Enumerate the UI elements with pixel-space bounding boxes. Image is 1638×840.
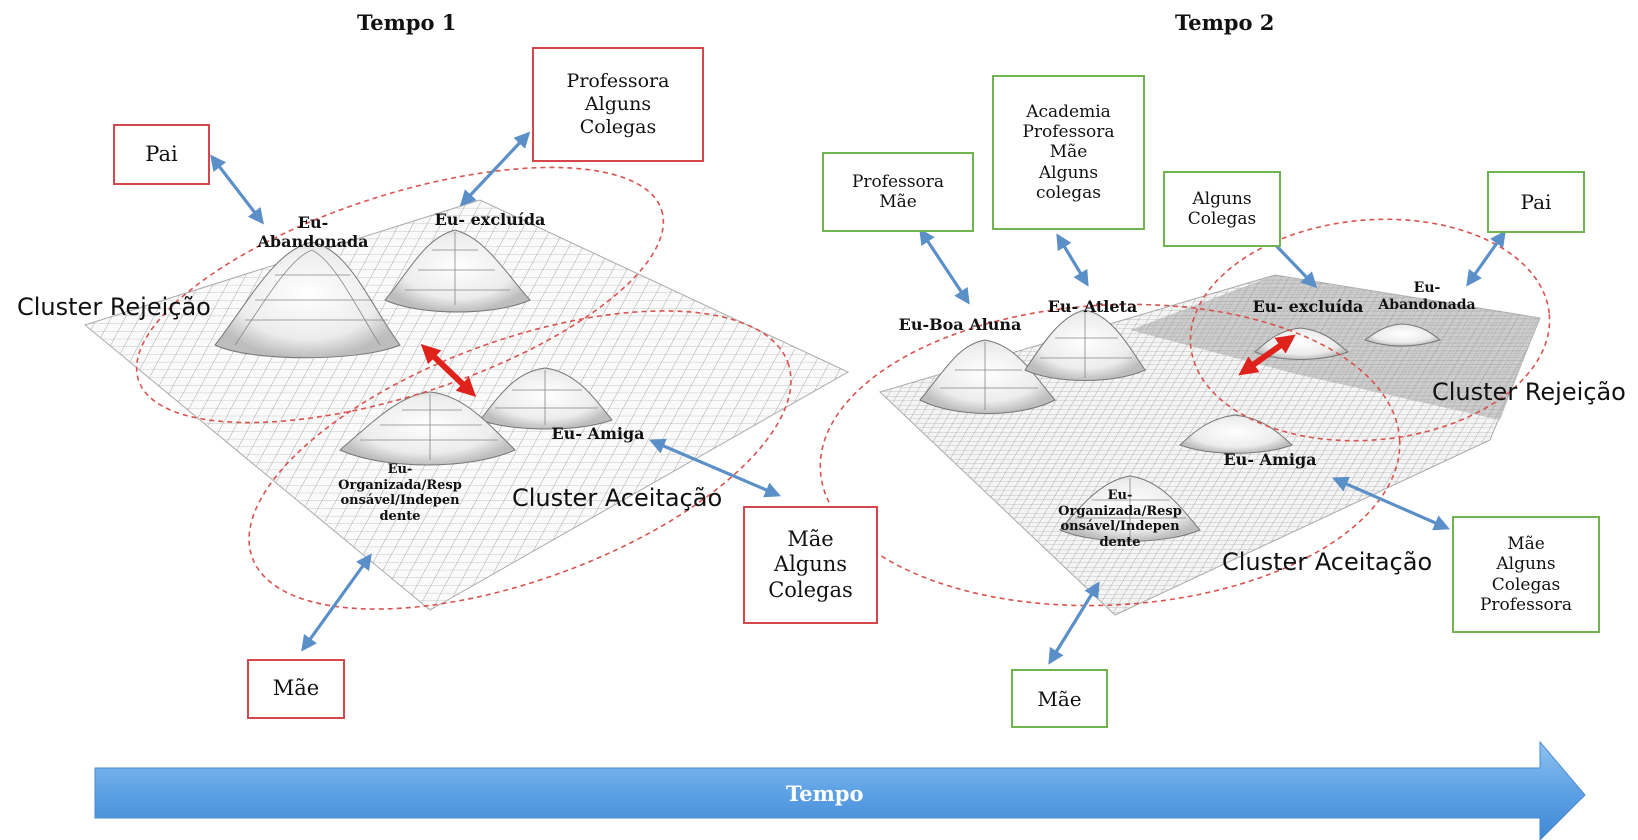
t1-aceitacao-ellipse bbox=[248, 310, 792, 610]
label-line: Eu- bbox=[297, 213, 329, 232]
box-line: Colegas bbox=[579, 115, 657, 138]
t1-surface bbox=[83, 166, 850, 611]
label-line: Abandonada bbox=[257, 232, 369, 252]
t2-surface bbox=[819, 218, 1551, 616]
time-arrow-label: Tempo bbox=[786, 781, 864, 806]
t2-cluster-rejeicao: Cluster Rejeição bbox=[1432, 378, 1626, 406]
box-line: Alguns bbox=[1038, 162, 1099, 183]
t1-box-professora: Professora Alguns Colegas bbox=[532, 47, 704, 162]
box-line: Alguns bbox=[1496, 554, 1556, 575]
box-line: Mãe bbox=[1037, 686, 1082, 711]
t1-peak-amiga bbox=[479, 367, 613, 430]
t1-cluster-aceitacao: Cluster Aceitação bbox=[512, 484, 723, 512]
label-line: onsável/Indepen bbox=[340, 493, 460, 509]
label-line: Eu- Amiga bbox=[1223, 450, 1317, 469]
box-line: Professora bbox=[566, 70, 670, 93]
box-line: Colegas bbox=[768, 577, 853, 602]
box-line: Professora bbox=[1479, 594, 1573, 615]
t2-box-mae: Mãe bbox=[1011, 669, 1108, 728]
t1-mae-arrow bbox=[301, 553, 372, 652]
tempo-2-title: Tempo 2 bbox=[1175, 10, 1275, 35]
t2-label-organizada: Eu- Organizada/Resp onsável/Indepen dent… bbox=[1045, 488, 1195, 550]
box-line: Mãe bbox=[787, 527, 834, 552]
t2-rejeicao-ellipse bbox=[1189, 218, 1551, 442]
box-line: Pai bbox=[1520, 190, 1552, 214]
box-line: Alguns bbox=[773, 552, 848, 577]
t1-peak-abandonada bbox=[214, 241, 401, 359]
box-line: Colegas bbox=[1491, 574, 1561, 595]
t1-box-pai: Pai bbox=[113, 124, 210, 185]
label-line: Eu- excluída bbox=[1252, 297, 1364, 316]
t2-academia-arrow bbox=[1056, 233, 1089, 287]
t1-peak-organizada bbox=[339, 391, 516, 466]
label-line: Eu- bbox=[1413, 280, 1441, 296]
t1-prof-arrow bbox=[459, 131, 531, 207]
tempo-1-title: Tempo 1 bbox=[357, 10, 457, 35]
t2-aceitacao-ellipse bbox=[819, 303, 1401, 607]
t2-prof-mae-arrow bbox=[919, 228, 970, 305]
t1-label-amiga: Eu- Amiga bbox=[543, 424, 653, 443]
t1-box-mae: Mãe bbox=[247, 659, 345, 719]
label-line: Eu- Amiga bbox=[551, 424, 645, 443]
t1-label-excluida: Eu- excluída bbox=[420, 210, 560, 229]
t2-peak-abandonada bbox=[1363, 323, 1442, 347]
box-line: Mãe bbox=[272, 676, 320, 701]
label-line: Eu- bbox=[387, 462, 413, 477]
t1-peak-excluida bbox=[384, 229, 531, 313]
connector-arrows bbox=[210, 131, 1506, 665]
label-line: Eu- excluída bbox=[434, 210, 546, 229]
label-line: dente bbox=[379, 508, 421, 524]
t2-box-academia: Academia Professora Mãe Alguns colegas bbox=[992, 75, 1145, 230]
t2-label-boa-aluna: Eu-Boa Aluna bbox=[895, 315, 1025, 334]
t2-cluster-aceitacao: Cluster Aceitação bbox=[1222, 548, 1433, 576]
t2-box-alguns-colegas: Alguns Colegas bbox=[1163, 171, 1281, 247]
label-line: Eu- Atleta bbox=[1047, 297, 1138, 316]
box-line: Colegas bbox=[1187, 209, 1257, 229]
box-line: Alguns bbox=[1192, 188, 1252, 209]
box-line: Mãe bbox=[1049, 142, 1088, 163]
t2-peak-organizada bbox=[1059, 475, 1201, 542]
box-line: colegas bbox=[1036, 183, 1101, 204]
label-line: Eu- bbox=[1107, 488, 1133, 503]
t1-mae-colegas-arrow bbox=[649, 438, 781, 498]
t2-red-arrow bbox=[1238, 334, 1296, 376]
box-line: Academia bbox=[1026, 101, 1111, 122]
t2-peak-atleta bbox=[1024, 309, 1146, 381]
label-line: Eu-Boa Aluna bbox=[898, 315, 1022, 334]
label-line: Abandonada bbox=[1378, 296, 1476, 313]
t1-red-arrow bbox=[420, 344, 477, 397]
box-line: Alguns bbox=[584, 93, 652, 116]
t2-peak-amiga bbox=[1179, 414, 1293, 454]
t2-label-excluida: Eu- excluída bbox=[1243, 297, 1373, 316]
time-arrow bbox=[94, 740, 1586, 840]
t2-box-pai: Pai bbox=[1487, 171, 1585, 233]
box-line: Mãe bbox=[1507, 533, 1545, 554]
t1-label-abandonada: Eu- Abandonada bbox=[248, 213, 378, 251]
box-line: Pai bbox=[145, 141, 178, 166]
t1-cluster-rejeicao: Cluster Rejeição bbox=[17, 293, 211, 321]
t2-mae-arrow bbox=[1048, 581, 1100, 665]
box-line: Professora bbox=[1022, 121, 1115, 142]
t2-pai-arrow bbox=[1466, 230, 1506, 287]
label-line: Organizada/Resp bbox=[338, 477, 462, 493]
box-line: Mãe bbox=[879, 192, 917, 212]
label-line: Organizada/Resp bbox=[1058, 503, 1182, 519]
t2-label-abandonada: Eu- Abandonada bbox=[1372, 280, 1482, 314]
t2-box-professora-mae: Professora Mãe bbox=[822, 152, 974, 232]
t2-label-atleta: Eu- Atleta bbox=[1040, 297, 1145, 316]
t2-box-mae-group: Mãe Alguns Colegas Professora bbox=[1452, 516, 1600, 633]
t2-mae-group-arrow bbox=[1332, 476, 1450, 531]
label-line: dente bbox=[1099, 534, 1141, 550]
t1-label-organizada: Eu- Organizada/Resp onsável/Indepen dent… bbox=[325, 462, 475, 524]
t1-box-mae-colegas: Mãe Alguns Colegas bbox=[743, 506, 878, 624]
box-line: Professora bbox=[851, 171, 945, 192]
cluster-transition-arrows bbox=[420, 334, 1296, 397]
t2-label-amiga: Eu- Amiga bbox=[1215, 450, 1325, 469]
label-line: onsável/Indepen bbox=[1060, 519, 1180, 535]
t1-pai-arrow bbox=[210, 154, 264, 225]
